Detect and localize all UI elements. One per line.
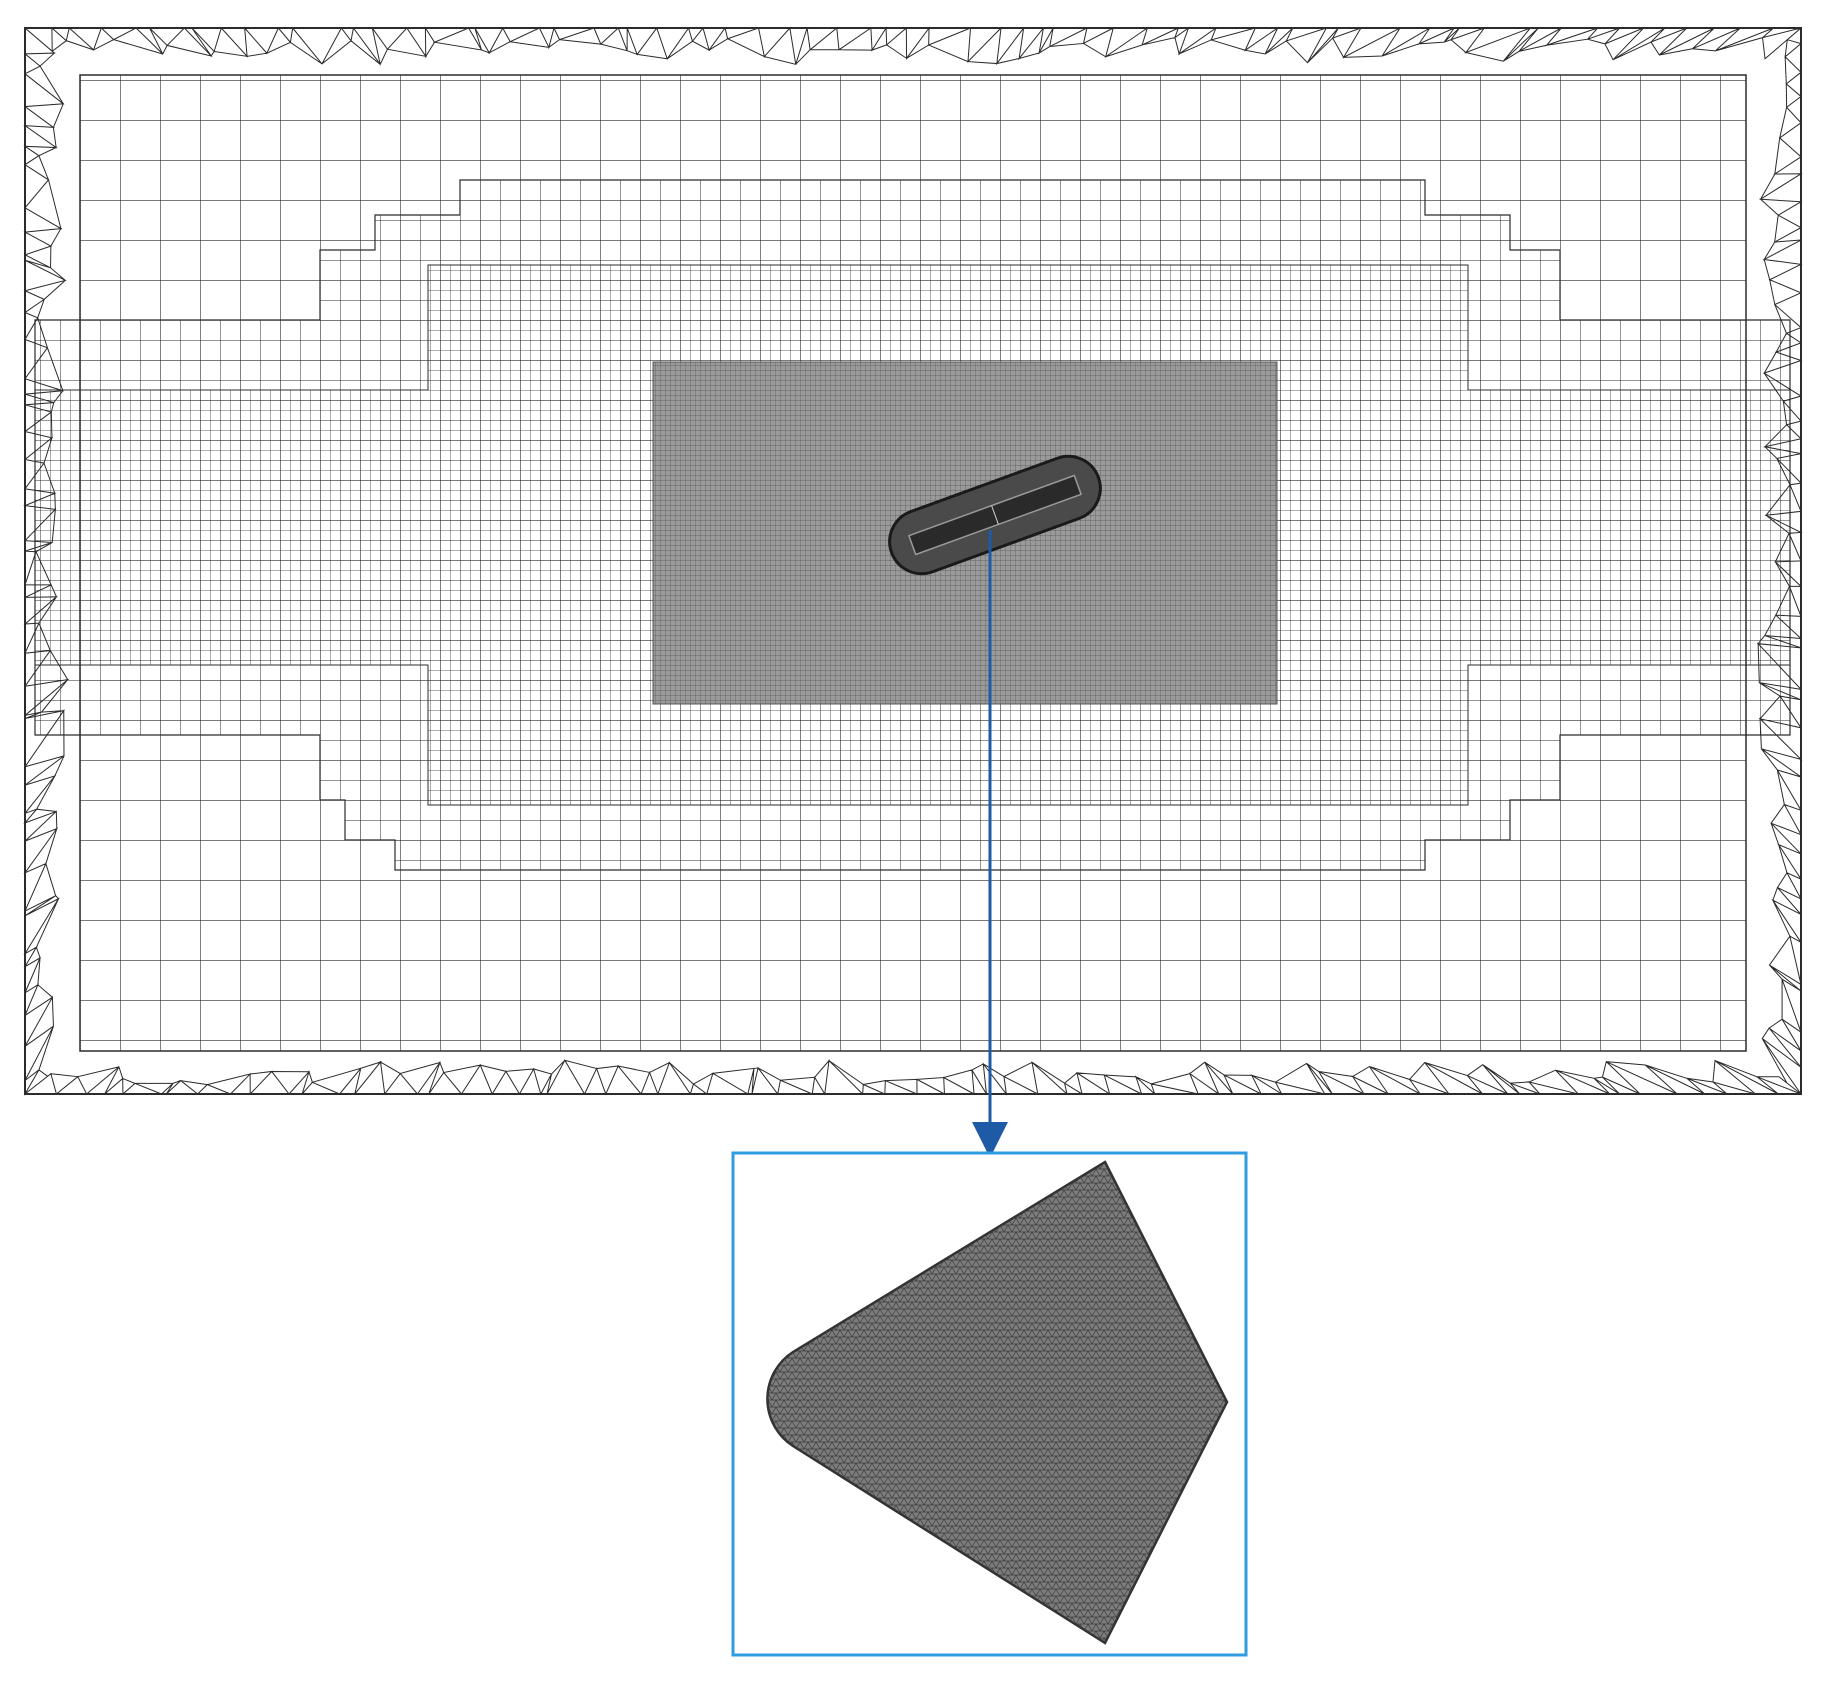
- rounded-wedge-surface-mesh: [766, 1160, 1229, 1645]
- inclined-body: [888, 454, 1102, 576]
- domain-border: [24, 27, 1802, 1095]
- domain-mesh-panel: [23, 26, 1803, 1096]
- surface-mesh-detail-panel: [731, 1151, 1248, 1657]
